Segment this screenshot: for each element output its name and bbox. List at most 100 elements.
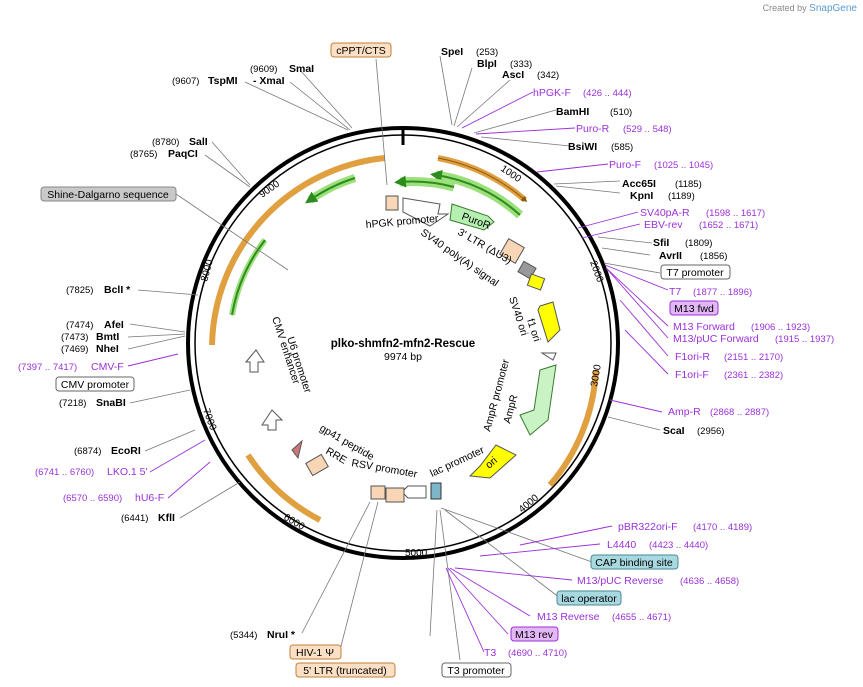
svg-text:5' LTR (truncated): 5' LTR (truncated) (303, 665, 387, 677)
svg-text:Acc65I: Acc65I (622, 178, 656, 190)
puror-arrow (449, 203, 495, 231)
u6-arrow (261, 409, 284, 431)
svg-text:AvrII: AvrII (659, 250, 682, 262)
svg-text:(2956): (2956) (697, 426, 724, 437)
svg-text:NheI: NheI (96, 343, 119, 355)
svg-text:(6741 .. 6760): (6741 .. 6760) (35, 467, 94, 478)
svg-text:M13 Reverse: M13 Reverse (537, 611, 600, 623)
svg-text:(5344): (5344) (230, 630, 257, 641)
svg-text:Puro-F: Puro-F (609, 159, 641, 171)
box-m13-fwd: M13 fwd (669, 300, 719, 316)
svg-text:(4170 .. 4189): (4170 .. 4189) (693, 522, 752, 533)
svg-text:SV40pA-R: SV40pA-R (640, 207, 690, 219)
svg-text:(8765): (8765) (130, 149, 157, 160)
svg-text:(1185): (1185) (675, 179, 702, 190)
box-5-ltr: 5' LTR (truncated) (295, 662, 396, 678)
sv40ori-glyph (540, 352, 557, 361)
svg-text:(9609): (9609) (250, 64, 277, 75)
svg-text:(1598 .. 1617): (1598 .. 1617) (706, 208, 765, 219)
leader-lines (127, 55, 661, 661)
svg-text:pBR322ori-F: pBR322ori-F (618, 521, 678, 533)
ltr3-box (499, 238, 525, 264)
svg-text:BsiWI: BsiWI (568, 141, 597, 153)
primer-puro-f: Puro-F (1025 .. 1045) (609, 159, 713, 171)
svg-text:TspMI: TspMI (208, 75, 238, 87)
svg-text:PaqCI: PaqCI (168, 148, 198, 160)
primer-ebv-rev: EBV-rev(1652 .. 1671) (644, 219, 758, 231)
ori-arrow (468, 444, 517, 479)
orange-arc-2 (547, 369, 599, 487)
svg-text:(585): (585) (611, 142, 633, 153)
snapgene-credit: Created by SnapGene (763, 3, 857, 14)
primer-f1ori-f: F1ori-F (2361 .. 2382) (675, 369, 783, 381)
backbone-outer-ring (186, 126, 620, 560)
rsv-promoter-label: RSV promoter (350, 457, 418, 480)
box-t7-promoter: T7 promoter (660, 264, 731, 280)
svg-text:NruI *: NruI * (267, 629, 296, 641)
site-asci: AscI (342) (502, 69, 559, 81)
svg-text:AfeI: AfeI (104, 319, 124, 331)
svg-text:BmtI: BmtI (96, 331, 119, 343)
tick-3000: 3000 (589, 363, 604, 387)
svg-text:(342): (342) (537, 70, 559, 81)
box-t3-promoter: T3 promoter (441, 662, 512, 678)
plasmid-size: 9974 bp (384, 351, 422, 363)
primer-lko1-5: (6741 .. 6760) LKO.1 5' (35, 466, 148, 478)
tick-5000: 5000 (405, 548, 428, 559)
svg-text:CMV promoter: CMV promoter (61, 379, 130, 391)
hpgk-promoter-arrow (402, 197, 450, 227)
svg-text:SnaBI: SnaBI (96, 397, 126, 409)
site-spei: SpeI (253) (441, 46, 498, 58)
orange-arc-4 (209, 155, 386, 346)
svg-text:AscI: AscI (502, 69, 524, 81)
svg-text:KflI: KflI (158, 512, 175, 524)
svg-text:T7: T7 (669, 286, 681, 298)
svg-text:(1025 .. 1045): (1025 .. 1045) (654, 160, 713, 171)
site-nrui: (5344) NruI * (230, 629, 296, 641)
svg-text:M13 rev: M13 rev (515, 629, 554, 641)
svg-text:(6874): (6874) (74, 446, 101, 457)
box-cppt: cPPT/CTS (330, 42, 392, 58)
primer-puro-r: Puro-R(529 .. 548) (576, 123, 672, 135)
gp41-glyph (291, 439, 303, 460)
site-acc65i: Acc65I (1185) (622, 178, 702, 190)
site-bsiwi: BsiWI (585) (568, 141, 633, 153)
svg-text:(4655 .. 4671): (4655 .. 4671) (612, 612, 671, 623)
site-smai: (9609) SmaI (250, 63, 314, 75)
cmv-enhancer-arrow (244, 349, 265, 373)
svg-text:(510): (510) (610, 107, 632, 118)
svg-text:SpeI: SpeI (441, 46, 463, 58)
site-tspmi: (9607) TspMI (172, 75, 238, 87)
svg-text:LKO.1 5': LKO.1 5' (107, 466, 148, 478)
primer-m13-puc-forward: M13/pUC Forward (1915 .. 1937) (673, 333, 834, 345)
svg-text:(7397 .. 7417): (7397 .. 7417) (18, 362, 77, 373)
svg-text:(6441): (6441) (121, 513, 148, 524)
svg-text:T3: T3 (484, 647, 496, 659)
svg-text:(9607): (9607) (172, 76, 199, 87)
svg-text:M13/pUC Forward: M13/pUC Forward (673, 333, 759, 345)
created-by-text: Created by (762, 3, 807, 13)
site-snabi: (7218) SnaBI (59, 397, 126, 409)
svg-text:(1189): (1189) (668, 191, 695, 202)
svg-text:L4440: L4440 (607, 539, 636, 551)
svg-text:F1ori-F: F1ori-F (675, 369, 709, 381)
site-kfli: (6441) KflI (121, 512, 175, 524)
svg-text:(4636 .. 4658): (4636 .. 4658) (680, 576, 739, 587)
svg-text:(1856): (1856) (700, 251, 727, 262)
svg-text:SmaI: SmaI (289, 63, 314, 75)
svg-text:(1915 .. 1937): (1915 .. 1937) (775, 334, 834, 345)
primer-f1ori-r: F1ori-R (2151 .. 2170) (675, 351, 783, 363)
lac-box (430, 482, 442, 500)
svg-text:F1ori-R: F1ori-R (675, 351, 710, 363)
svg-text:(426 .. 444): (426 .. 444) (583, 88, 632, 99)
svg-text:(2361 .. 2382): (2361 .. 2382) (724, 370, 783, 381)
rsv-box-2 (370, 485, 386, 500)
svg-text:(2868 .. 2887): (2868 .. 2887) (710, 407, 769, 418)
svg-text:(7469): (7469) (61, 344, 88, 355)
primer-hpgk-f: hPGK-F(426 .. 444) (533, 87, 632, 99)
ampr-label: AmpR (501, 393, 520, 425)
svg-text:(2151 .. 2170): (2151 .. 2170) (724, 352, 783, 363)
site-nhei: (7469) NheI (61, 343, 119, 355)
svg-text:EcoRI: EcoRI (111, 445, 141, 457)
